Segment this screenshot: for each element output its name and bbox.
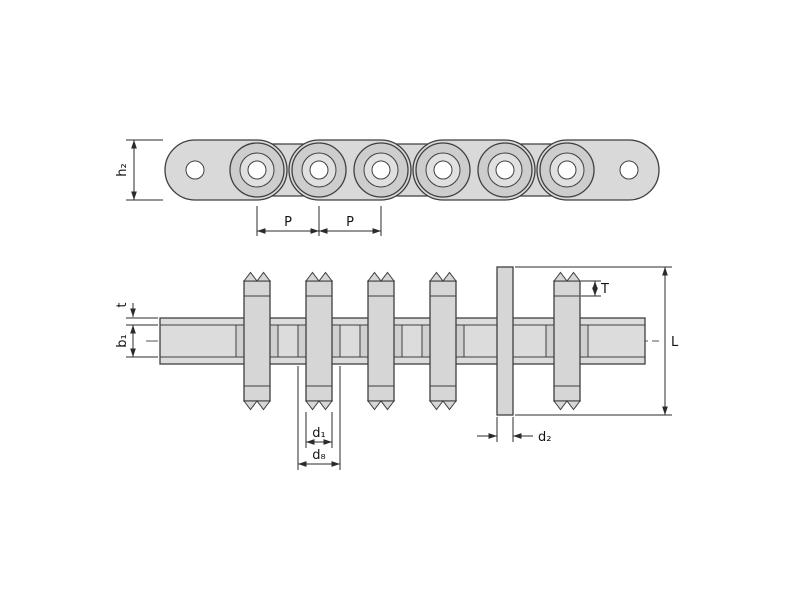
dim-h2: h₂ — [115, 139, 163, 201]
dim-label-pitch-right: P — [346, 215, 354, 230]
bushing-body — [305, 280, 333, 402]
pin-hole — [557, 160, 577, 180]
dim-T: T — [581, 280, 609, 297]
pin-hole — [371, 160, 391, 180]
connecting-pin — [496, 266, 514, 416]
bushing-body — [553, 280, 581, 402]
dim-pitch: P P — [256, 206, 382, 236]
plan-view: t b₁ T L d₁ — [115, 266, 679, 470]
dim-d2: d₂ — [477, 417, 551, 445]
dim-label-pitch-left: P — [284, 215, 292, 230]
riveted-pin-head — [428, 400, 458, 411]
dim-label-T: T — [600, 282, 609, 297]
riveted-pin-head — [366, 271, 396, 282]
roller — [353, 142, 409, 198]
dim-label-b1: b₁ — [115, 334, 130, 347]
dim-label-t: t — [115, 302, 130, 307]
dim-d8: d₈ — [297, 366, 341, 470]
pin-assembly — [421, 271, 465, 411]
pin-assembly — [235, 271, 279, 411]
pin-assembly — [297, 271, 341, 411]
riveted-pin-head — [552, 271, 582, 282]
roller — [291, 142, 347, 198]
pin-assembly — [545, 271, 589, 411]
pin-hole — [433, 160, 453, 180]
dim-label-L: L — [671, 335, 679, 350]
dim-t: t — [115, 302, 158, 326]
side-view: h₂ P P — [115, 139, 660, 236]
dim-label-h2: h₂ — [115, 163, 130, 176]
dim-label-d1: d₁ — [312, 426, 325, 441]
dim-b1: b₁ — [115, 325, 158, 358]
roller — [415, 142, 471, 198]
roller — [539, 142, 595, 198]
pin-assembly — [359, 271, 403, 411]
riveted-pin-head — [428, 271, 458, 282]
end-pin-hole — [619, 160, 639, 180]
riveted-pin-head — [366, 400, 396, 411]
dim-label-d2: d₂ — [538, 430, 551, 445]
bushing-body — [367, 280, 395, 402]
rollers — [185, 142, 639, 198]
pin-hole — [309, 160, 329, 180]
bushing-body — [243, 280, 271, 402]
riveted-pin-head — [304, 400, 334, 411]
end-pin-hole — [185, 160, 205, 180]
dim-L: L — [515, 266, 679, 416]
roller — [477, 142, 533, 198]
bushing-body — [429, 280, 457, 402]
riveted-pin-head — [552, 400, 582, 411]
dim-label-d8: d₈ — [312, 448, 325, 463]
dim-d1: d₁ — [305, 412, 333, 448]
pin-hole — [247, 160, 267, 180]
roller — [229, 142, 285, 198]
riveted-pin-head — [242, 271, 272, 282]
riveted-pin-head — [242, 400, 272, 411]
pin-hole — [495, 160, 515, 180]
riveted-pin-head — [304, 271, 334, 282]
